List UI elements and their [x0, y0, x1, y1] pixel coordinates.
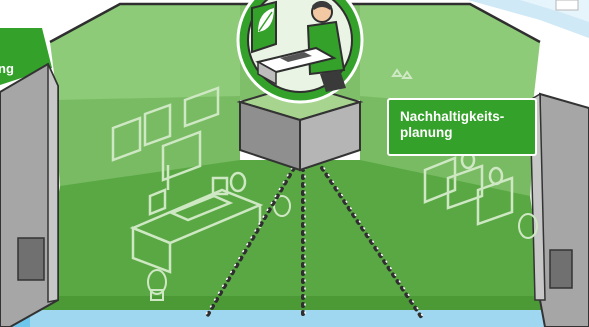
- corner-building-top-right: [468, 0, 589, 38]
- right-pillar: [529, 92, 589, 327]
- leaf-icon: [258, 8, 274, 32]
- pedestal: [236, 82, 364, 172]
- wall-frames: [111, 86, 220, 162]
- callout-label: Nachhaltigkeits- planung: [387, 98, 537, 156]
- callout-line-1: Nachhaltigkeits-: [400, 109, 505, 124]
- callout-line-2: planung: [400, 125, 453, 140]
- wall-triangles: [391, 68, 413, 79]
- room-back-wall: [50, 4, 240, 120]
- left-pillar: [0, 62, 59, 327]
- dotted-connector-lines: [204, 166, 424, 320]
- side-label: ng: [0, 61, 14, 76]
- office-desk: [129, 130, 264, 274]
- plants: [147, 195, 538, 301]
- lounge-furniture: [423, 150, 514, 226]
